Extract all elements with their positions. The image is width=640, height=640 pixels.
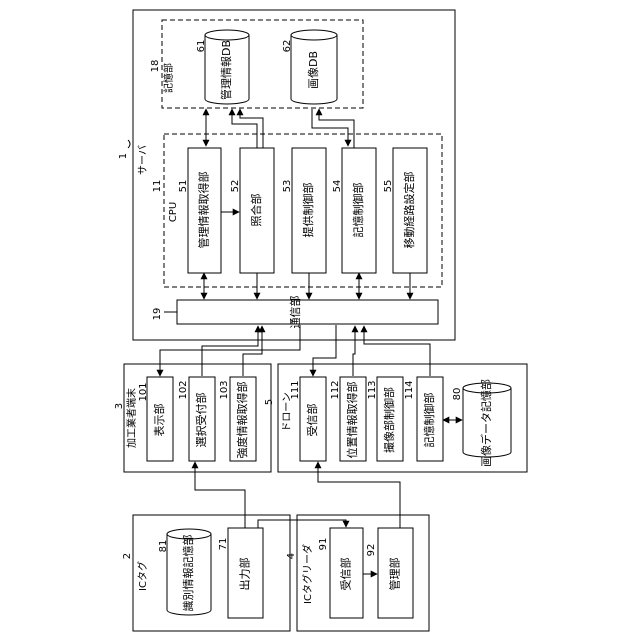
drone-storage-ref: 80 <box>452 388 463 401</box>
management-db-ref: 61 <box>196 40 207 53</box>
ictag-label: ICタグ <box>136 561 149 591</box>
ictag-storage: 識別情報記憶部 81 <box>158 529 211 615</box>
reader-block: ICタグリーダ 4 受信部 91 管理部 92 <box>286 515 429 631</box>
terminal-unit-101-ref: 101 <box>138 382 149 401</box>
ictag-output: 出力部 71 <box>218 528 263 618</box>
reader-ref: 4 <box>286 553 297 559</box>
link-db62-54 <box>312 109 348 146</box>
reader-unit-92-label: 管理部 <box>388 558 402 591</box>
drone-unit-112: 位置情報取得部 112 <box>330 377 366 461</box>
cpu-unit-55: 移動経路設定部 55 <box>383 148 427 273</box>
cpu-unit-53: 提供制御部 53 <box>282 148 326 273</box>
comm-unit-label: 通信部 <box>288 296 302 329</box>
reader-unit-92-ref: 92 <box>366 544 377 557</box>
drone-unit-111: 受信部 111 <box>290 377 326 461</box>
cpu-unit-54: 記憶制御部 54 <box>332 148 376 273</box>
drone-unit-114: 記憶制御部 114 <box>404 377 443 461</box>
drone-unit-113: 撮像部制御部 113 <box>367 377 403 461</box>
terminal-unit-103-label: 強度情報取得部 <box>235 382 249 459</box>
link-102-comm <box>202 326 258 376</box>
cpu-unit-52-label: 照合部 <box>249 194 263 227</box>
drone-unit-114-label: 記憶制御部 <box>422 393 436 448</box>
cpu-label: CPU <box>168 202 179 222</box>
comm-unit: 通信部 19 <box>152 296 438 329</box>
link-comm-101 <box>160 325 300 376</box>
drone-unit-114-ref: 114 <box>404 380 415 399</box>
server-ref: 1 <box>118 153 129 159</box>
terminal-unit-102-ref: 102 <box>178 380 189 399</box>
ictag-ref: 2 <box>122 553 133 559</box>
comm-unit-ref: 19 <box>152 308 163 321</box>
reader-unit-91-ref: 91 <box>318 538 329 551</box>
cpu-unit-55-label: 移動経路設定部 <box>402 172 416 249</box>
drone-unit-112-ref: 112 <box>330 380 341 399</box>
link-52-db61-b <box>240 109 263 148</box>
terminal-unit-103: 強度情報取得部 103 <box>219 377 256 461</box>
cpu-unit-52-ref: 52 <box>230 180 241 193</box>
image-db-top <box>291 30 337 40</box>
ictag-output-ref: 71 <box>218 538 229 551</box>
terminal-label: 加工業者端末 <box>125 388 138 448</box>
cpu-unit-54-label: 記憶制御部 <box>351 183 365 238</box>
link-71-91 <box>258 520 346 528</box>
terminal-unit-102: 選択受付部 102 <box>178 377 215 461</box>
management-db-label: 管理情報DB <box>219 40 233 100</box>
image-db-label: 画像DB <box>307 51 320 89</box>
link-52-db61 <box>232 109 257 148</box>
cpu-ref: 11 <box>152 180 163 193</box>
drone-unit-111-label: 受信部 <box>305 404 319 437</box>
management-db-top <box>205 30 249 40</box>
drone-unit-113-label: 撮像部制御部 <box>382 387 396 453</box>
drone-unit-113-ref: 113 <box>367 380 378 399</box>
image-db: 画像DB 62 <box>282 30 337 104</box>
cpu-unit-53-label: 提供制御部 <box>301 183 315 238</box>
ictag-output-label: 出力部 <box>238 558 252 591</box>
cpu-group: CPU 11 管理情報取得部 51 照合部 52 提供制御部 53 記憶制御部 … <box>152 134 442 287</box>
reader-unit-91-label: 受信部 <box>339 558 353 591</box>
terminal-unit-101-label: 表示部 <box>152 404 166 437</box>
cpu-unit-55-ref: 55 <box>383 180 394 193</box>
storage-label: 記憶部 <box>162 63 175 93</box>
terminal-ref: 3 <box>114 403 125 409</box>
storage-ref: 18 <box>150 60 161 73</box>
server-block: サーバ 1 記憶部 18 管理情報DB 61 画像DB 62 <box>118 10 455 340</box>
drone-unit-112-label: 位置情報取得部 <box>345 382 359 459</box>
terminal-unit-101: 表示部 101 <box>138 377 173 461</box>
cpu-unit-52: 照合部 52 <box>230 148 274 273</box>
link-114-comm <box>364 326 430 376</box>
drone-storage-label: 画像データ記憶部 <box>479 379 493 467</box>
drone-ref: 5 <box>264 399 275 405</box>
drone-storage: 画像データ記憶部 80 <box>452 379 511 467</box>
link-112-comm <box>353 326 355 376</box>
cpu-unit-54-ref: 54 <box>332 180 343 193</box>
link-comm-111 <box>313 325 336 376</box>
reader-label: ICタグリーダ <box>301 544 314 604</box>
cpu-unit-51: 管理情報取得部 51 <box>178 148 221 273</box>
cpu-unit-53-ref: 53 <box>282 180 293 193</box>
image-db-ref: 62 <box>282 40 293 53</box>
cpu-unit-51-label: 管理情報取得部 <box>197 172 211 249</box>
reader-unit-92: 管理部 92 <box>366 528 413 618</box>
storage-group: 記憶部 18 管理情報DB 61 画像DB 62 <box>150 20 363 108</box>
cpu-unit-51-ref: 51 <box>178 180 189 193</box>
ictag-block: ICタグ 2 識別情報記憶部 81 出力部 71 <box>122 515 290 631</box>
ictag-storage-ref: 81 <box>158 540 169 553</box>
terminal-unit-103-ref: 103 <box>219 380 230 399</box>
terminal-unit-102-label: 選択受付部 <box>194 393 208 448</box>
reader-unit-91: 受信部 91 <box>318 528 363 618</box>
server-label: サーバ <box>137 145 149 175</box>
terminal-block: 加工業者端末 3 表示部 101 選択受付部 102 強度情報取得部 103 <box>114 364 271 472</box>
drone-unit-111-ref: 111 <box>290 380 301 399</box>
link-103-comm <box>243 326 262 376</box>
drone-block: ドローン 5 受信部 111 位置情報取得部 112 撮像部制御部 113 記憶… <box>264 364 527 472</box>
server-ref-squiggle <box>128 140 130 148</box>
comm-unit-box <box>177 300 438 324</box>
management-db: 管理情報DB 61 <box>196 30 249 104</box>
ictag-storage-label: 識別情報記憶部 <box>181 535 195 612</box>
